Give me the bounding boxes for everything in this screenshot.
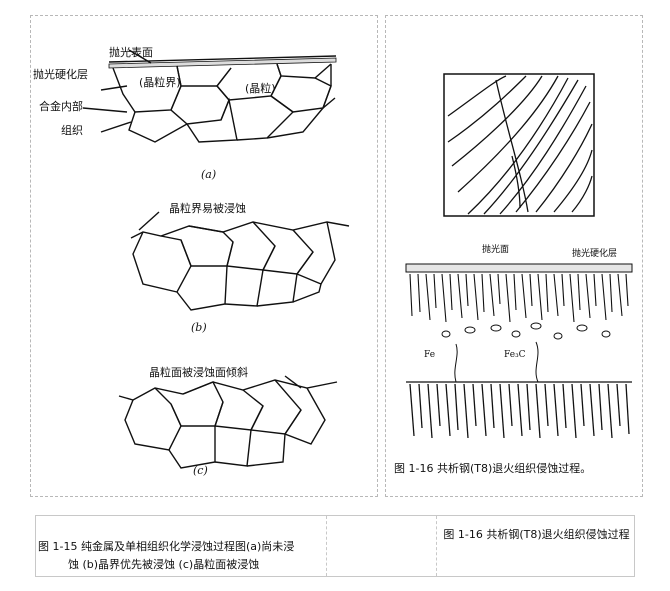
label-polished-surface: 抛光表面 (109, 46, 153, 59)
caption-fig16: 图 1-16 共析钢(T8)退火组织侵蚀过程 (443, 528, 630, 541)
grain-a2 (176, 65, 232, 87)
figure-1-16-drawing (405, 73, 633, 439)
label-polish-surface: 抛光面 (482, 245, 510, 255)
sublabel-c: (c) (193, 464, 208, 477)
grain-c8 (246, 433, 286, 467)
figure-1-15-panel: 抛光表面 抛光硬化层 (晶粒界) (晶粒) 合金内部 组织 (a) 晶粒界易被浸… (30, 15, 378, 497)
caption-fig15-line1: 图 1-15 纯金属及单相组织化学浸蚀过程图(a)尚未浸 (38, 540, 295, 553)
etched-particles (441, 322, 611, 340)
caption-cell-empty (327, 516, 437, 576)
label-fe3c: Fe₃C (504, 350, 526, 360)
grain-c5 (283, 387, 326, 445)
sublabel-b: (b) (191, 321, 207, 334)
grain-b9 (292, 283, 322, 303)
grain-b4 (261, 229, 314, 275)
grain-c7 (214, 429, 252, 467)
pearlite-micrograph-frame (443, 73, 595, 217)
label-hardened-layer-right: 抛光硬化层 (572, 249, 618, 259)
grain-a6 (270, 75, 332, 113)
grain-b6 (176, 265, 228, 311)
grain-c6 (168, 426, 216, 469)
label-grain: (晶粒) (245, 82, 276, 95)
grain-c1 (124, 387, 182, 451)
grain-a10 (236, 95, 295, 141)
etched-surface-c (118, 379, 338, 401)
label-alloy-interior: 合金内部 (39, 100, 83, 113)
label-structure: 组织 (61, 124, 83, 137)
grain-a3 (170, 85, 230, 125)
grain-a8 (128, 111, 188, 143)
pearlite-lamellae (447, 75, 593, 215)
caption-fig15-line2: 蚀 (b)晶界优先被浸蚀 (c)晶粒面被浸蚀 (68, 558, 260, 571)
label-hardened-layer: 抛光硬化层 (33, 68, 88, 81)
grain-a7 (321, 64, 336, 111)
grain-a11 (266, 107, 324, 139)
figure-1-15-drawing (82, 49, 350, 469)
grain-b5 (295, 221, 336, 285)
grain-b1 (132, 231, 192, 293)
etched-surface-b (130, 221, 350, 239)
caption-cell-fig16: 图 1-16 共析钢(T8)退火组织侵蚀过程 (437, 516, 636, 576)
hardened-layer-strip (405, 263, 633, 273)
grain-c3 (214, 389, 264, 431)
sublabel-a: (a) (201, 168, 217, 181)
label-boundary-etched: 晶粒界易被浸蚀 (169, 202, 246, 215)
label-grain-boundary: (晶粒界) (139, 76, 181, 89)
figure-1-16-panel: 抛光面 抛光硬化层 Fe Fe₃C 图 1-16 共析钢(T8)退火组织侵蚀过程… (385, 15, 643, 497)
grain-a5 (276, 63, 332, 79)
label-fe: Fe (424, 350, 436, 360)
grain-c4 (249, 379, 302, 435)
etched-lamellae-lower (409, 383, 630, 439)
grain-b7 (224, 269, 264, 307)
grain-b3 (226, 221, 276, 271)
grain-b8 (256, 273, 298, 307)
grain-c2 (170, 381, 224, 427)
label-face-etched: 晶粒面被浸蚀面倾斜 (149, 366, 248, 379)
hardened-layer-band (108, 57, 337, 69)
figure-1-16-inline-caption: 图 1-16 共析钢(T8)退火组织侵蚀过程。 (394, 462, 592, 475)
caption-cell-fig15: 图 1-15 纯金属及单相组织化学浸蚀过程图(a)尚未浸 蚀 (b)晶界优先被浸… (36, 516, 327, 576)
caption-table: 图 1-15 纯金属及单相组织化学浸蚀过程图(a)尚未浸 蚀 (b)晶界优先被浸… (35, 515, 635, 577)
etched-lamellae-upper (409, 273, 629, 323)
